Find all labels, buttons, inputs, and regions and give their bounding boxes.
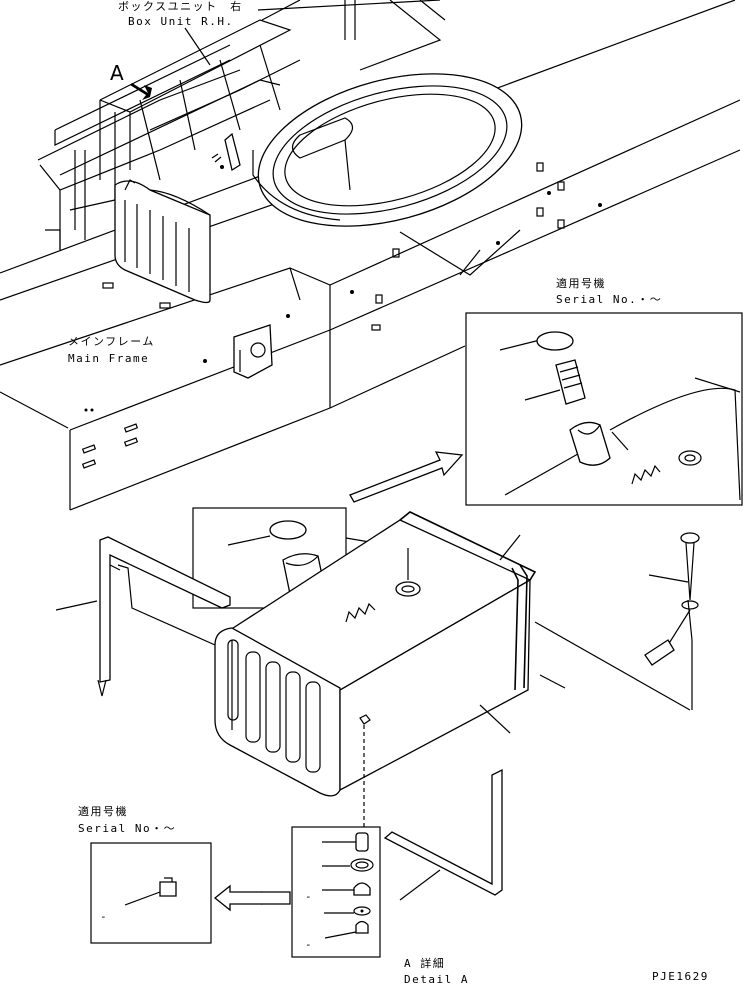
serial-detail-top: 適用号機 Serial No.・〜 [349,276,743,506]
box-unit-label-jp: ボックスユニット 右 [118,0,243,13]
cap-icon [269,520,307,540]
main-frame [0,0,741,511]
drawing-code: PJE1629 [652,970,709,983]
detail-a: - - A 詳細 Detail A [291,826,469,986]
svg-text:-: - [100,910,108,923]
svg-text:-: - [305,938,313,951]
strainer-icon [555,359,586,405]
serial-top-label-en: Serial No.・〜 [556,293,662,306]
filler-neck-icon [569,421,611,466]
fuel-gauge-sender [534,532,700,711]
box-unit-label-en: Box Unit R.H. [128,15,234,28]
box-unit-leader [184,27,211,66]
swing-circle-ring [252,73,523,227]
left-bracket [55,536,231,697]
serial-bottom-label-jp: 適用号機 [78,804,128,818]
washer-icon [678,450,702,466]
view-arrow-a: A [110,61,152,100]
detail-bottom-arrow-icon [213,884,291,912]
filler-cap-icon [536,331,574,351]
main-frame-label-en: Main Frame [68,352,149,365]
svg-text:-: - [305,890,313,903]
right-bracket [383,768,503,901]
detail-a-label-en: Detail A [404,973,469,986]
serial-detail-bottom: 適用号機 Serial No・〜 - [78,804,291,944]
view-arrow-label: A [110,61,124,85]
detail-arrow-icon [349,451,464,503]
box-unit-tank [114,179,211,304]
fuel-tank [214,511,566,830]
box-unit-rh [37,0,446,250]
main-frame-label-jp: メインフレーム [68,335,155,348]
detail-a-label-jp: A 詳細 [404,956,445,970]
serial-top-label-jp: 適用号機 [556,276,606,290]
serial-bottom-label-en: Serial No・〜 [78,822,176,835]
